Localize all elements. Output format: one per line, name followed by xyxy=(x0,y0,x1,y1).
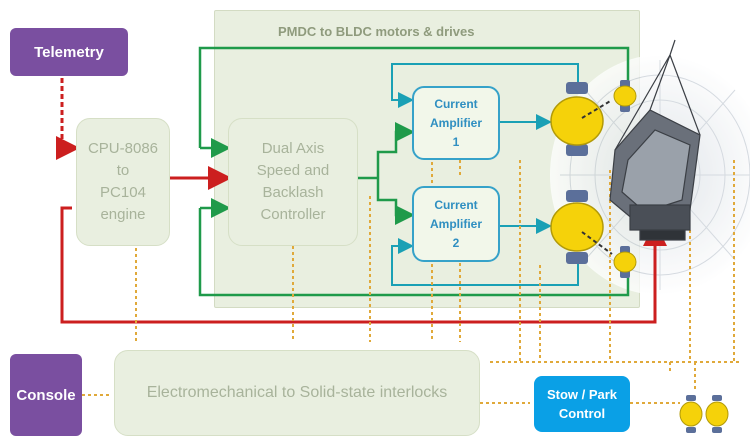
motor-icon xyxy=(613,246,637,278)
stow-motor-icon xyxy=(679,395,729,433)
current-amplifier-1: Current Amplifier 1 xyxy=(412,86,500,160)
region-title: PMDC to BLDC motors & drives xyxy=(278,24,475,39)
cpu-block: CPU-8086 to PC104 engine xyxy=(76,118,170,246)
controller-block: Dual Axis Speed and Backlash Controller xyxy=(228,118,358,246)
stow-park-control: Stow / Park Control xyxy=(534,376,630,432)
console-box: Console xyxy=(10,354,82,436)
motor-icon xyxy=(613,80,637,112)
motor-icon xyxy=(550,190,613,264)
telemetry-box: Telemetry xyxy=(10,28,128,76)
green-control-lines xyxy=(198,46,630,297)
red-power-lines xyxy=(56,78,667,324)
current-amplifier-2: Current Amplifier 2 xyxy=(412,186,500,262)
teal-feedback-lines xyxy=(391,63,579,286)
interlocks-block: Electromechanical to Solid-state interlo… xyxy=(114,350,480,436)
motor-icon xyxy=(550,82,613,156)
